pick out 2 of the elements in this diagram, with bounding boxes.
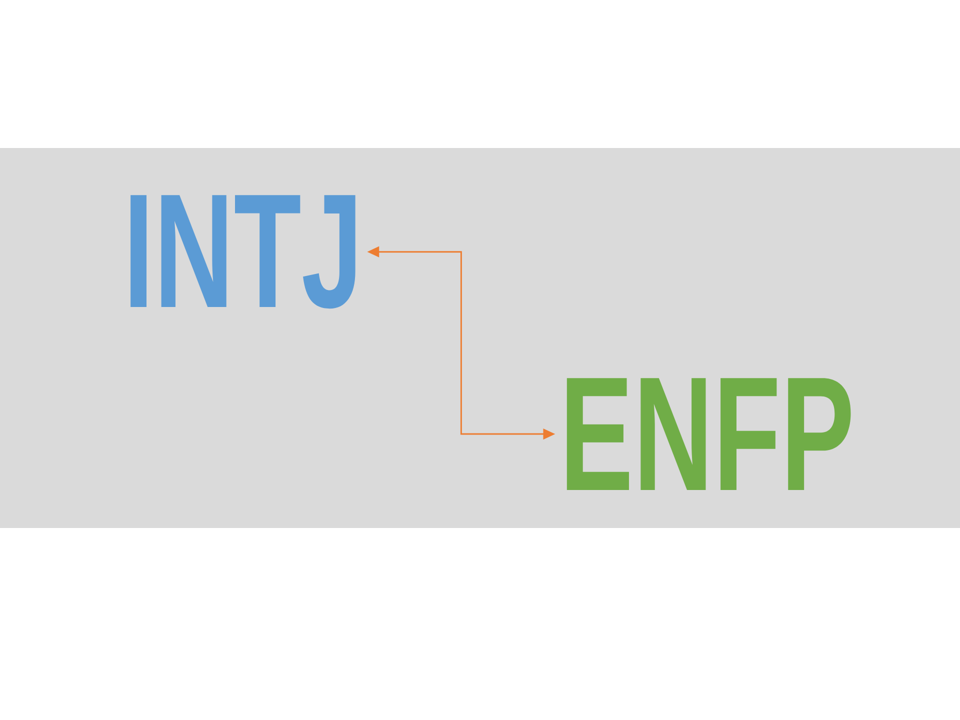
- node-label: ENFP: [566, 378, 851, 490]
- node-label: INTJ: [130, 195, 356, 309]
